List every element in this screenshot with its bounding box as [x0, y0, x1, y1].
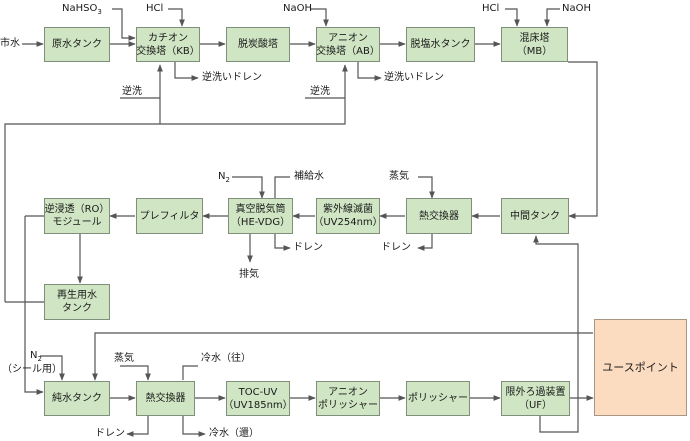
decarbonation-tower-label: 脱炭酸塔 — [238, 39, 278, 50]
n2-seal-base: N — [30, 350, 38, 361]
nahso3-base: NaHSO — [62, 3, 98, 14]
backwash-ab-label: 逆洗 — [310, 86, 330, 97]
drain-hx1-label: ドレン — [381, 242, 411, 253]
mixed-bed-tower: 混床塔 （MB） — [501, 27, 568, 62]
cation-exchange-tower-label-2: 交換塔（KB） — [136, 45, 200, 57]
desalted-water-tank-label: 脱塩水タンク — [410, 39, 471, 50]
city-water-label: 市水 — [0, 38, 20, 49]
hcl-cation-label: HCl — [146, 3, 164, 14]
mixed-bed-tower-label-1: 混床塔 — [519, 32, 550, 44]
prefilter: プレフィルタ — [136, 198, 203, 234]
naoh-anion-label: NaOH — [283, 3, 312, 14]
cation-exchange-tower-label-1: カチオン — [148, 32, 188, 44]
desalted-water-tank: 脱塩水タンク — [406, 27, 475, 62]
anion-polisher: アニオン ポリッシャー — [316, 381, 380, 416]
cation-exchange-tower: カチオン 交換塔（KB） — [136, 27, 200, 62]
backwash-kb-label: 逆洗 — [122, 86, 142, 97]
ro-module-label-2: モジュール — [52, 217, 102, 228]
raw-water-tank-label: 原水タンク — [52, 39, 102, 50]
makeup-water-label: 補給水 — [294, 171, 324, 182]
ro-module-label-1: 逆浸透（RO） — [44, 204, 110, 215]
ro-module: 逆浸透（RO） モジュール — [44, 198, 110, 234]
intermediate-tank: 中間タンク — [501, 198, 569, 234]
heat-exchanger-1-label: 熱交換器 — [419, 210, 459, 222]
steam-2-label: 蒸気 — [114, 353, 134, 364]
n2-seal-subscript: 2 — [37, 355, 42, 363]
anion-exchange-tower: アニオン 交換塔（AB） — [316, 27, 380, 62]
uf-unit-label-2: （UF） — [518, 399, 553, 411]
regen-water-tank-label-2: タンク — [62, 303, 92, 314]
backwash-drain-kb-label: 逆洗いドレン — [202, 72, 262, 83]
seal-use-label: （シール用） — [2, 364, 62, 375]
n2-label: N2 — [218, 171, 230, 184]
heat-exchanger-2: 熱交換器 — [136, 381, 195, 416]
exhaust-label: 排気 — [239, 269, 259, 280]
cold-water-supply-label: 冷水（往） — [201, 353, 251, 364]
uv-sterilizer-label-1: 紫外線滅菌 — [323, 204, 373, 215]
use-point-label: ユースポイント — [602, 361, 679, 374]
heat-exchanger-2-label: 熱交換器 — [145, 393, 186, 404]
nahso3-subscript: 3 — [97, 8, 102, 16]
intermediate-tank-label: 中間タンク — [510, 210, 560, 222]
toc-uv: TOC-UV （UV185nm） — [223, 381, 293, 416]
drain-hx2-label: ドレン — [95, 428, 125, 439]
use-point: ユースポイント — [594, 319, 687, 416]
n2-seal-label: N2 — [30, 350, 42, 363]
regen-water-tank-label-1: 再生用水 — [57, 290, 97, 301]
regen-water-tank: 再生用水 タンク — [44, 284, 110, 320]
nahso3-label: NaHSO3 — [62, 3, 102, 16]
anion-exchange-tower-label-2: 交換塔（AB） — [316, 45, 380, 57]
backwash-drain-ab-label: 逆洗いドレン — [384, 72, 444, 83]
mixed-bed-tower-label-2: （MB） — [516, 45, 553, 57]
toc-uv-label-1: TOC-UV — [238, 386, 278, 398]
uv-sterilizer: 紫外線滅菌 （UV254nm） — [313, 198, 383, 234]
anion-polisher-label-1: アニオン — [328, 386, 368, 398]
pure-water-tank-label: 純水タンク — [52, 393, 102, 404]
uv-sterilizer-label-2: （UV254nm） — [313, 217, 383, 228]
cold-water-return-label: 冷水（還） — [209, 428, 259, 439]
prefilter-label: プレフィルタ — [139, 210, 200, 222]
polisher: ポリッシャー — [406, 381, 470, 416]
uf-unit: 限外ろ過装置 （UF） — [501, 381, 570, 416]
anion-exchange-tower-label-1: アニオン — [328, 32, 368, 44]
vacuum-degasifier: 真空脱気筒 （HE-VDG） — [228, 198, 293, 234]
n2-base: N — [218, 171, 226, 182]
steam-1-label: 蒸気 — [389, 171, 409, 182]
heat-exchanger-1: 熱交換器 — [406, 198, 472, 234]
decarbonation-tower: 脱炭酸塔 — [226, 27, 290, 62]
toc-uv-label-2: （UV185nm） — [223, 399, 293, 411]
vacuum-degasifier-label-1: 真空脱気筒 — [235, 204, 286, 215]
raw-water-tank: 原水タンク — [44, 27, 110, 62]
drain-vdg-label: ドレン — [293, 242, 323, 253]
naoh-mb-label: NaOH — [562, 3, 591, 14]
uf-unit-label-1: 限外ろ過装置 — [505, 386, 566, 398]
hcl-mb-label: HCl — [482, 3, 500, 14]
polisher-label: ポリッシャー — [408, 393, 468, 404]
anion-polisher-label-2: ポリッシャー — [318, 399, 378, 411]
pure-water-tank: 純水タンク — [44, 381, 110, 416]
n2-subscript: 2 — [225, 176, 230, 184]
vacuum-degasifier-label-2: （HE-VDG） — [230, 217, 291, 228]
